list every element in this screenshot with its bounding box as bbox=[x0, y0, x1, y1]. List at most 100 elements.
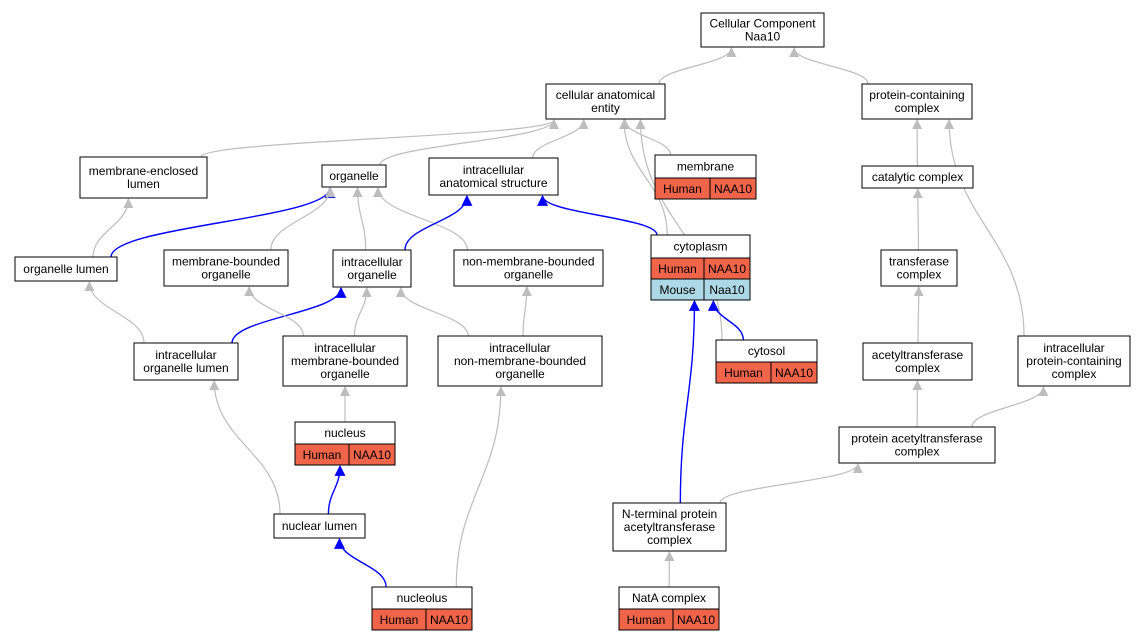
edge-nucleolus-to-inmbo bbox=[455, 386, 506, 588]
node-nl[interactable]: nuclear lumen bbox=[273, 513, 366, 539]
annotation-cell-bg bbox=[371, 608, 473, 631]
annotation-species: Human bbox=[303, 448, 342, 462]
node-label: intracellular bbox=[489, 341, 550, 355]
node-label: protein-containing bbox=[869, 88, 964, 102]
edge-ol-to-organelle bbox=[110, 186, 336, 258]
node-label: cytoplasm bbox=[673, 240, 727, 254]
node-label: organelle bbox=[320, 367, 370, 381]
edge-inmbo-to-nmbo bbox=[521, 286, 532, 337]
edge-io-to-ias bbox=[404, 194, 473, 251]
edge-nucleolus-to-nl bbox=[334, 537, 387, 588]
node-label: complex bbox=[1052, 367, 1097, 381]
node-ntpac[interactable]: N-terminal proteinacetyltransferasecompl… bbox=[612, 502, 727, 552]
node-box bbox=[79, 156, 208, 199]
node-label: acetyltransferase bbox=[624, 520, 716, 534]
node-inmbo[interactable]: intracellularnon-membrane-boundedorganel… bbox=[437, 335, 603, 387]
edge-iol-to-io bbox=[231, 286, 347, 344]
node-label: organelle bbox=[347, 268, 397, 282]
annotation-gene: NAA10 bbox=[775, 366, 813, 380]
annotation-species: Human bbox=[663, 182, 702, 196]
node-label: membrane-enclosed bbox=[89, 164, 198, 178]
node-box bbox=[861, 83, 973, 120]
edge-iol-to-ol bbox=[84, 281, 145, 344]
node-label: organelle lumen bbox=[143, 361, 228, 375]
node-label: organelle bbox=[495, 367, 545, 381]
node-box bbox=[273, 513, 366, 539]
node-label: acetyltransferase bbox=[872, 348, 964, 362]
annotation-row: Human NAA10 bbox=[654, 177, 757, 200]
annotation-gene: NAA10 bbox=[677, 613, 715, 627]
edge-imbo-to-io bbox=[353, 287, 372, 337]
node-label: intracellular bbox=[1043, 341, 1104, 355]
node-ol[interactable]: organelle lumen bbox=[14, 256, 118, 282]
node-organelle[interactable]: organelle bbox=[321, 164, 387, 188]
edge-ipcc-to-pcc bbox=[944, 119, 1025, 337]
edge-pac-to-ipcc bbox=[971, 386, 1049, 428]
node-box bbox=[14, 256, 118, 282]
node-label: nucleus bbox=[324, 426, 365, 440]
node-box bbox=[838, 426, 996, 464]
node-label: complex bbox=[895, 445, 940, 459]
annotation-cell-bg bbox=[294, 443, 396, 466]
node-label: complex bbox=[897, 268, 942, 282]
node-label: membrane bbox=[677, 160, 735, 174]
node-box bbox=[163, 249, 289, 287]
node-label: cytosol bbox=[748, 344, 785, 358]
node-box bbox=[612, 502, 727, 552]
edge-inmbo-to-io bbox=[395, 287, 469, 337]
edge-transferase-to-catalytic bbox=[912, 188, 923, 251]
node-box bbox=[545, 83, 666, 120]
edges-layer bbox=[84, 47, 1049, 588]
node-label: protein-containing bbox=[1026, 354, 1121, 368]
node-label: membrane-bounded bbox=[172, 255, 280, 269]
node-box bbox=[700, 12, 825, 48]
node-label: cellular anatomical bbox=[556, 88, 655, 102]
edge-acetyl-to-transferase bbox=[913, 286, 924, 344]
node-box bbox=[862, 342, 973, 381]
annotation-gene: NAA10 bbox=[714, 182, 752, 196]
edge-ntpac-to-pac bbox=[719, 463, 863, 504]
node-label: catalytic complex bbox=[872, 170, 963, 184]
node-label: intracellular bbox=[463, 163, 524, 177]
node-label: Naa10 bbox=[745, 30, 781, 44]
edge-imbo-to-mbo bbox=[244, 286, 304, 337]
edge-io-to-organelle bbox=[352, 187, 367, 251]
node-label: organelle bbox=[329, 169, 379, 183]
node-label: intracellular bbox=[341, 255, 402, 269]
node-catalytic[interactable]: catalytic complex bbox=[861, 165, 974, 189]
annotation-gene: NAA10 bbox=[708, 262, 746, 276]
annotation-species: Human bbox=[724, 366, 763, 380]
node-label: intracellular bbox=[155, 348, 216, 362]
node-label: N-terminal protein bbox=[622, 507, 717, 521]
node-label: intracellular bbox=[314, 341, 375, 355]
annotation-gene: NAA10 bbox=[430, 613, 468, 627]
annotation-row: Human NAA10 bbox=[715, 361, 818, 384]
edge-cae-to-root bbox=[658, 47, 737, 85]
node-label: membrane-bounded bbox=[291, 354, 399, 368]
edge-cytosol-to-cytoplasm bbox=[707, 299, 745, 341]
node-label: organelle bbox=[201, 268, 251, 282]
